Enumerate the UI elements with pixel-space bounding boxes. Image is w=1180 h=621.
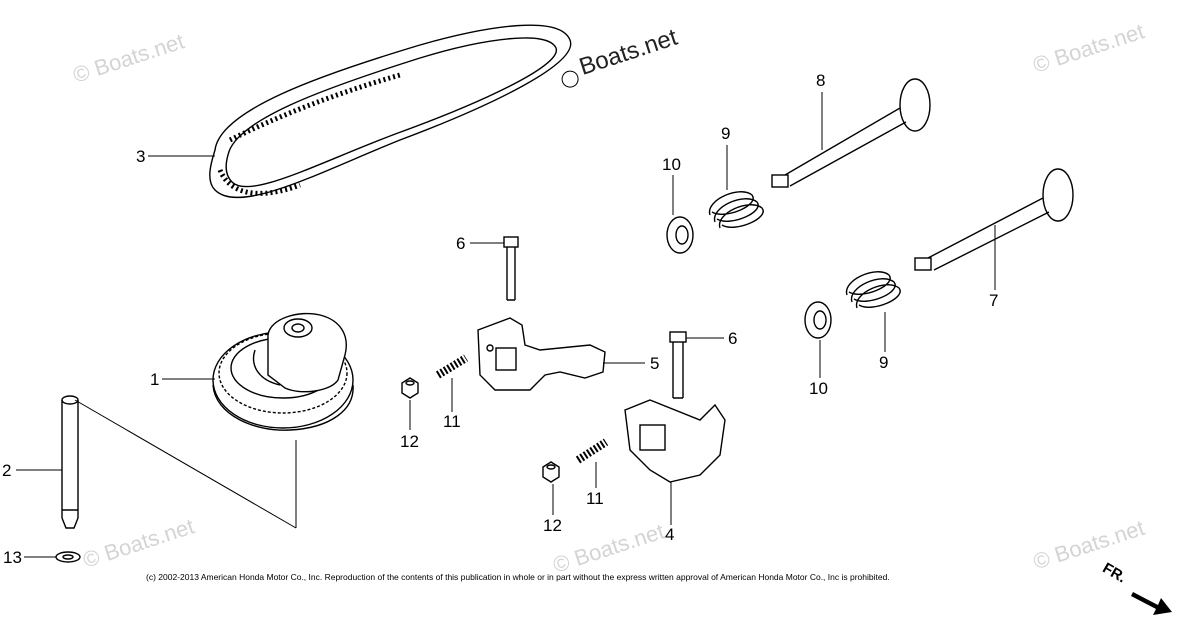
camshaft: [61, 395, 79, 529]
watermark-text: Boats.net: [576, 24, 681, 81]
callout-9-upper: 9: [721, 124, 730, 143]
watermark-text: © Boats.net: [70, 28, 187, 87]
timing-belt: [209, 24, 572, 199]
watermark-bottom-right: © Boats.net: [1030, 515, 1147, 574]
watermark-top-right: © Boats.net: [1030, 18, 1147, 77]
callout-10-upper: 10: [662, 155, 681, 174]
adjusting-screw-upper: [435, 354, 469, 379]
rocker-arm-5: [477, 317, 606, 391]
adjusting-screw-lower: [575, 438, 609, 464]
spring-retainer-upper: [666, 216, 694, 254]
callout-12-upper: 12: [400, 432, 419, 451]
watermark-text: © Boats.net: [80, 513, 197, 572]
callout-1: 1: [150, 370, 159, 389]
watermark-text: © Boats.net: [550, 518, 667, 577]
callout-11-upper: 11: [443, 412, 461, 431]
watermark-text: © Boats.net: [1030, 515, 1147, 574]
watermark-bottom-center: © Boats.net: [550, 518, 667, 577]
valve-spring-upper: [709, 191, 764, 229]
callout-9-lower: 9: [879, 353, 888, 372]
callout-6-upper: 6: [456, 234, 465, 253]
valve-spring-lower: [846, 271, 901, 309]
watermark-top-center: Boats.net: [561, 24, 681, 88]
copyright-circle-icon: [561, 70, 579, 88]
callout-7: 7: [989, 291, 998, 310]
rocker-pin-upper: [503, 236, 519, 301]
callout-8: 8: [816, 71, 825, 90]
callout-6-lower: 6: [728, 329, 737, 348]
front-direction-indicator: FR.: [1100, 560, 1172, 615]
valve-upper: [771, 78, 931, 188]
watermark-bottom-left: © Boats.net: [80, 513, 197, 572]
callout-3: 3: [136, 147, 145, 166]
watermark-text: © Boats.net: [1030, 18, 1147, 77]
watermark-top-left: © Boats.net: [70, 28, 187, 87]
washer: [55, 551, 81, 563]
valve-lower: [914, 168, 1074, 271]
arrow-right-icon: [1131, 592, 1172, 615]
callout-12-lower: 12: [543, 516, 562, 535]
callout-10-lower: 10: [809, 379, 828, 398]
nut-lower: [542, 461, 560, 483]
leader-shaft: [74, 399, 297, 529]
callout-5: 5: [650, 354, 659, 373]
callout-11-lower: 11: [586, 489, 604, 508]
copyright-notice: (c) 2002-2013 American Honda Motor Co., …: [146, 572, 890, 582]
leader-lines: [16, 92, 996, 558]
callout-4: 4: [665, 525, 674, 544]
front-label: FR.: [1100, 560, 1129, 587]
callout-13: 13: [3, 548, 22, 567]
rocker-pin-lower: [669, 331, 687, 399]
spring-retainer-lower: [804, 301, 832, 339]
camshaft-pulley: [212, 312, 354, 431]
callout-2: 2: [2, 461, 11, 480]
rocker-arm-4: [624, 399, 726, 483]
nut-upper: [401, 377, 419, 399]
